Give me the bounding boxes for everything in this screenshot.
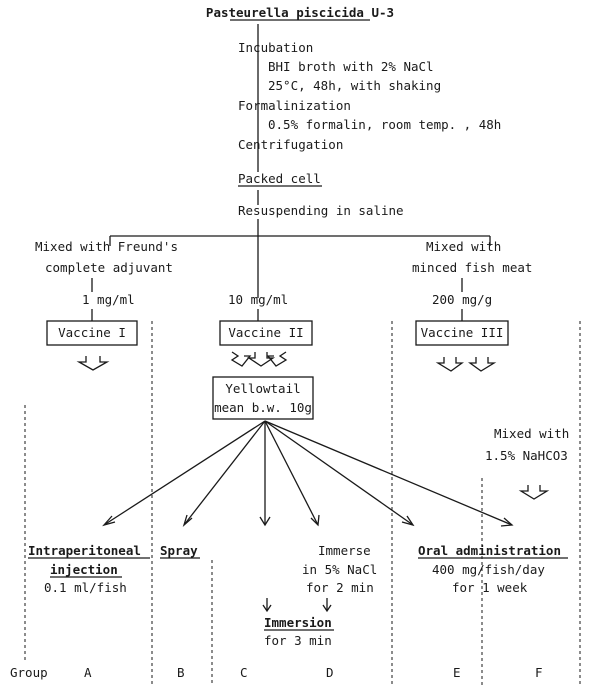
conc-left: 1 mg/ml (82, 292, 135, 307)
vaccine-3-hollow-arrows (435, 357, 497, 372)
group-label: Group (10, 665, 48, 680)
method-ip-label-2: injection (50, 562, 118, 577)
fish-label-2: mean b.w. 10g (214, 400, 312, 415)
vaccine-1-label: Vaccine I (58, 325, 126, 340)
method-immersion-duration: for 3 min (264, 633, 332, 648)
group-f: F (535, 665, 543, 680)
oral-prep-hollow-arrow (518, 485, 550, 500)
method-spray: Spray (160, 543, 198, 558)
conc-right: 200 mg/g (432, 292, 492, 307)
vaccine-3-box (415, 320, 509, 346)
vaccine-2-hollow-arrows (230, 351, 288, 367)
vaccine-2-label: Vaccine II (228, 325, 303, 340)
oral-prep-label-1: Mixed with (494, 426, 569, 441)
method-oral-duration: for 1 week (452, 580, 528, 595)
step-incubation: Incubation (238, 40, 313, 55)
conc-center: 10 mg/ml (228, 292, 288, 307)
method-immerse-1: Immerse (318, 543, 371, 558)
method-immerse-3: for 2 min (306, 580, 374, 595)
fish-label-1: Yellowtail (225, 381, 300, 396)
method-oral-dose: 400 mg/fish/day (432, 562, 545, 577)
step-resuspending: Resuspending in saline (238, 203, 404, 218)
method-oral: Oral administration (418, 543, 561, 558)
group-b: B (177, 665, 185, 680)
group-d: D (326, 665, 334, 680)
vaccine-1-box (46, 320, 138, 346)
vaccine-1-hollow-arrow (76, 356, 110, 371)
group-a: A (84, 665, 92, 680)
method-immersion: Immersion (264, 615, 332, 630)
group-e: E (453, 665, 461, 680)
title: Pasteurella piscicida U-3 (206, 5, 394, 20)
right-branch-label-2: minced fish meat (412, 260, 532, 275)
method-ip-dose: 0.1 ml/fish (44, 580, 127, 595)
method-ip-label-1: Intraperitoneal (28, 543, 141, 558)
formalinization-detail: 0.5% formalin, room temp. , 48h (268, 117, 501, 132)
incubation-detail-1: BHI broth with 2% NaCl (268, 59, 434, 74)
oral-prep-label-2: 1.5% NaHCO3 (485, 448, 568, 463)
left-branch-label-1: Mixed with Freund's (35, 239, 178, 254)
vaccine-2-box (219, 320, 313, 346)
step-formalinization: Formalinization (238, 98, 351, 113)
yellowtail-box (212, 376, 314, 420)
incubation-detail-2: 25°C, 48h, with shaking (268, 78, 441, 93)
vaccine-3-label: Vaccine III (421, 325, 504, 340)
left-branch-label-2: complete adjuvant (45, 260, 173, 275)
group-separators (24, 321, 581, 685)
step-centrifugation: Centrifugation (238, 137, 343, 152)
right-branch-label-1: Mixed with (426, 239, 501, 254)
distribution-arrows (102, 420, 514, 527)
resuspending-bg (236, 205, 416, 219)
group-c: C (240, 665, 248, 680)
method-immerse-2: in 5% NaCl (302, 562, 377, 577)
immersion-arrows (262, 598, 332, 613)
step-packed-cell: Packed cell (238, 171, 321, 186)
